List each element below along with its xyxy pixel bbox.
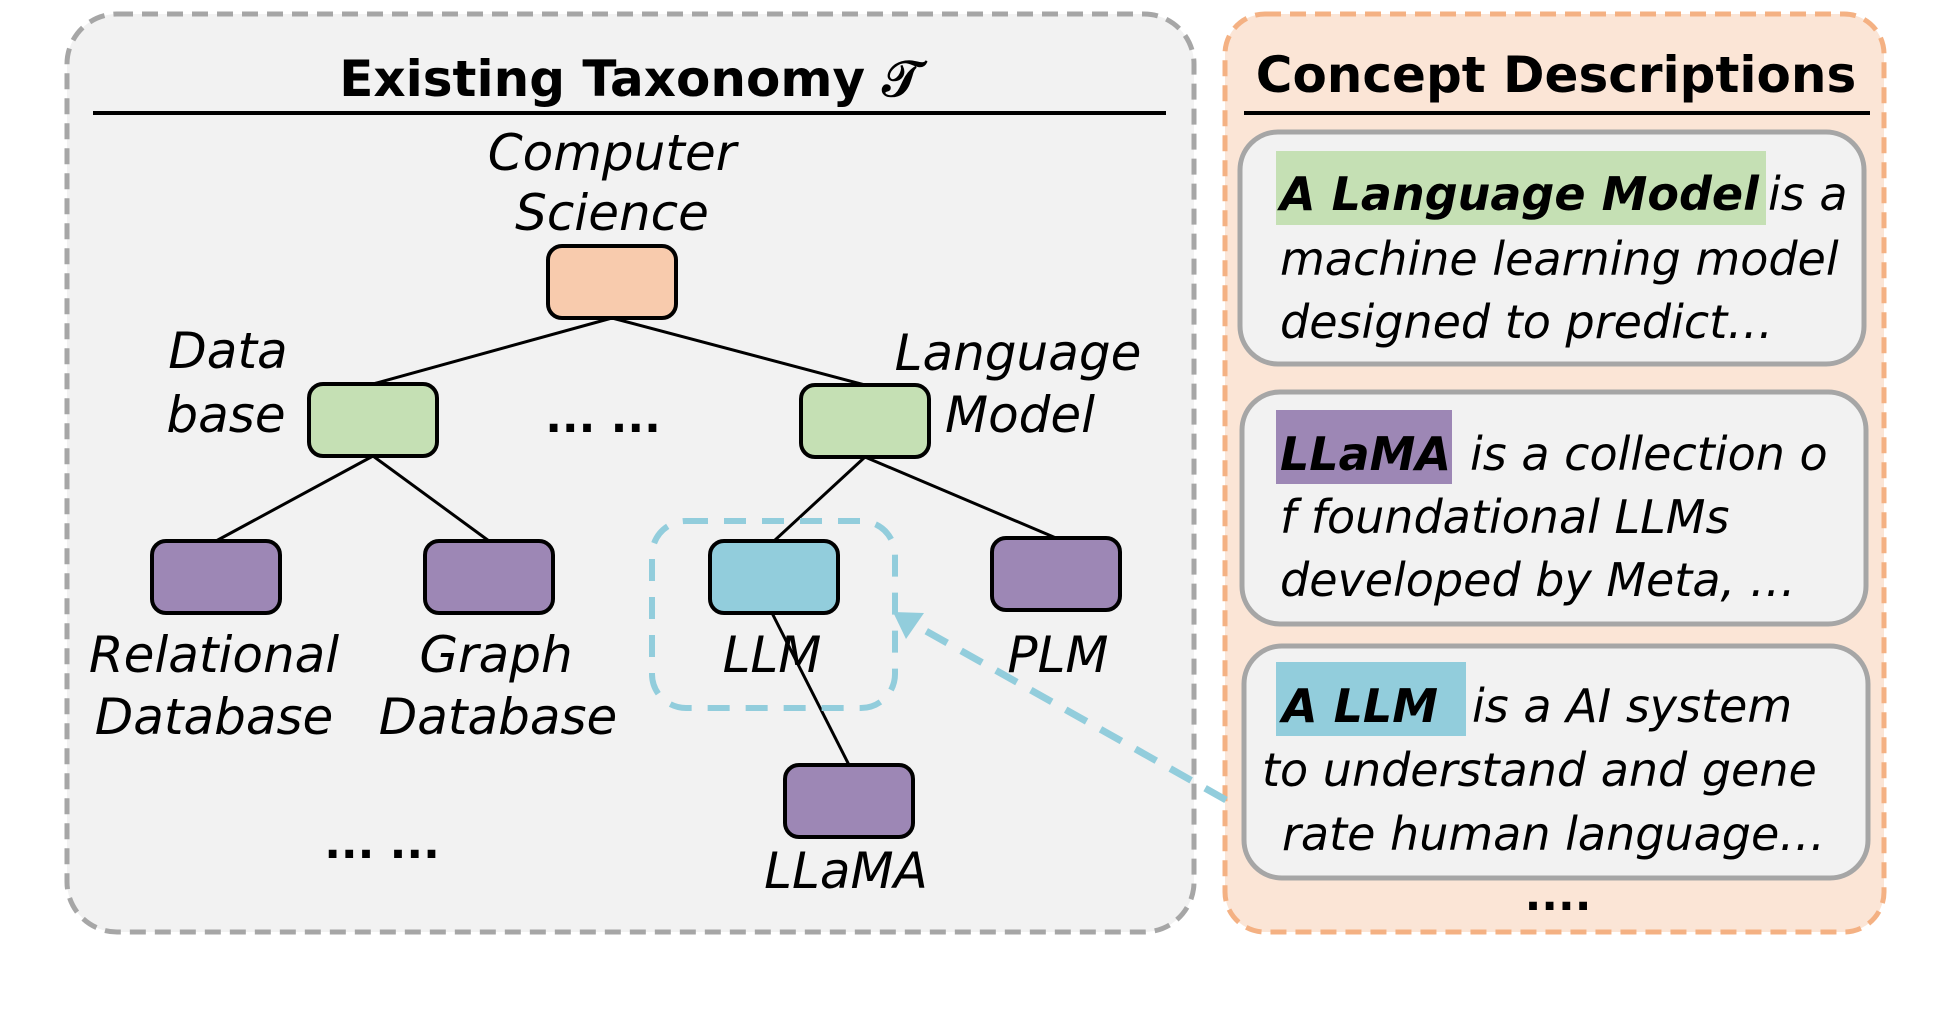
- node-language-model[interactable]: [799, 383, 931, 459]
- edge-language-model-to-plm: [864, 455, 1057, 540]
- card-line: designed to predict…: [1280, 295, 1773, 349]
- node-label-relational-line1: Relational: [89, 626, 339, 684]
- tree-edges: [215, 316, 1057, 766]
- node-label-plm: PLM: [1007, 626, 1108, 684]
- edge-language-model-to-llm: [772, 455, 867, 543]
- existing-taxonomy-panel: Existing Taxonomy 𝒯 Computer Science Dat…: [64, 11, 1197, 935]
- node-database[interactable]: [307, 382, 439, 458]
- node-label-language-model-line1: Language: [895, 324, 1142, 382]
- edge-root-to-language-model: [611, 316, 866, 387]
- node-relational-database[interactable]: [150, 539, 282, 615]
- node-root[interactable]: [546, 244, 678, 320]
- node-graph-database[interactable]: [423, 539, 555, 615]
- card-line: to understand and gene: [1262, 743, 1817, 797]
- term-highlight-language-model: [1276, 151, 1766, 225]
- card-line: is a: [1768, 167, 1848, 221]
- card-line: developed by Meta, …: [1280, 553, 1796, 607]
- card-to-node-arrow: [893, 612, 1228, 804]
- term-highlight-llm: [1276, 662, 1466, 736]
- node-label-graph-line1: Graph: [419, 626, 572, 684]
- node-label-root-line1: Computer: [488, 124, 740, 182]
- concept-card-llama[interactable]: LLaMA is a collection o f foundational L…: [1239, 389, 1869, 627]
- concept-title: Concept Descriptions: [1256, 46, 1856, 104]
- ellipsis-bottom: ... ...: [324, 818, 440, 869]
- concept-card-language-model[interactable]: A Language Model is a machine learning m…: [1237, 129, 1867, 367]
- card-line: f foundational LLMs: [1280, 490, 1729, 544]
- node-label-llama: LLaMA: [764, 842, 928, 900]
- concept-card-llm[interactable]: A LLM is a AI system to understand and g…: [1241, 643, 1871, 881]
- node-label-database-line2: base: [166, 386, 285, 444]
- term-highlight-llama: [1276, 410, 1452, 484]
- card-line: is a AI system: [1472, 679, 1792, 733]
- tree-labels: Computer Science Data base Language Mode…: [89, 124, 1142, 900]
- node-label-database-line1: Data: [168, 322, 287, 380]
- node-llm[interactable]: [708, 539, 840, 615]
- concept-descriptions-panel: Concept Descriptions A Language Model is…: [1222, 11, 1887, 935]
- term-llm: A LLM: [1279, 679, 1438, 733]
- edge-database-to-relational-database: [215, 454, 374, 543]
- node-label-relational-line2: Database: [95, 688, 334, 746]
- edge-root-to-database: [372, 316, 613, 386]
- node-plm[interactable]: [990, 536, 1122, 612]
- arrow-line: [908, 618, 1228, 804]
- edge-llm-to-llama: [770, 612, 851, 766]
- node-label-language-model-line2: Model: [945, 386, 1095, 444]
- edge-database-to-graph-database: [372, 454, 490, 543]
- card-line: machine learning model: [1280, 232, 1839, 286]
- node-label-graph-line2: Database: [379, 688, 618, 746]
- term-language-model: A Language Model: [1277, 167, 1760, 221]
- ellipsis-middle: ... ...: [545, 392, 661, 443]
- taxonomy-title: Existing Taxonomy 𝒯: [339, 50, 928, 108]
- term-llama: LLaMA: [1280, 427, 1451, 481]
- node-label-root-line2: Science: [515, 184, 709, 242]
- card-line: rate human language…: [1282, 807, 1825, 861]
- node-label-llm: LLM: [723, 626, 822, 684]
- arrow-head-icon: [893, 612, 924, 639]
- tree-nodes: [150, 244, 1122, 839]
- card-line: is a collection o: [1470, 427, 1828, 481]
- node-llama[interactable]: [783, 763, 915, 839]
- taxonomy-panel-border: [64, 11, 1197, 935]
- more-concepts-ellipsis: ....: [1525, 870, 1592, 921]
